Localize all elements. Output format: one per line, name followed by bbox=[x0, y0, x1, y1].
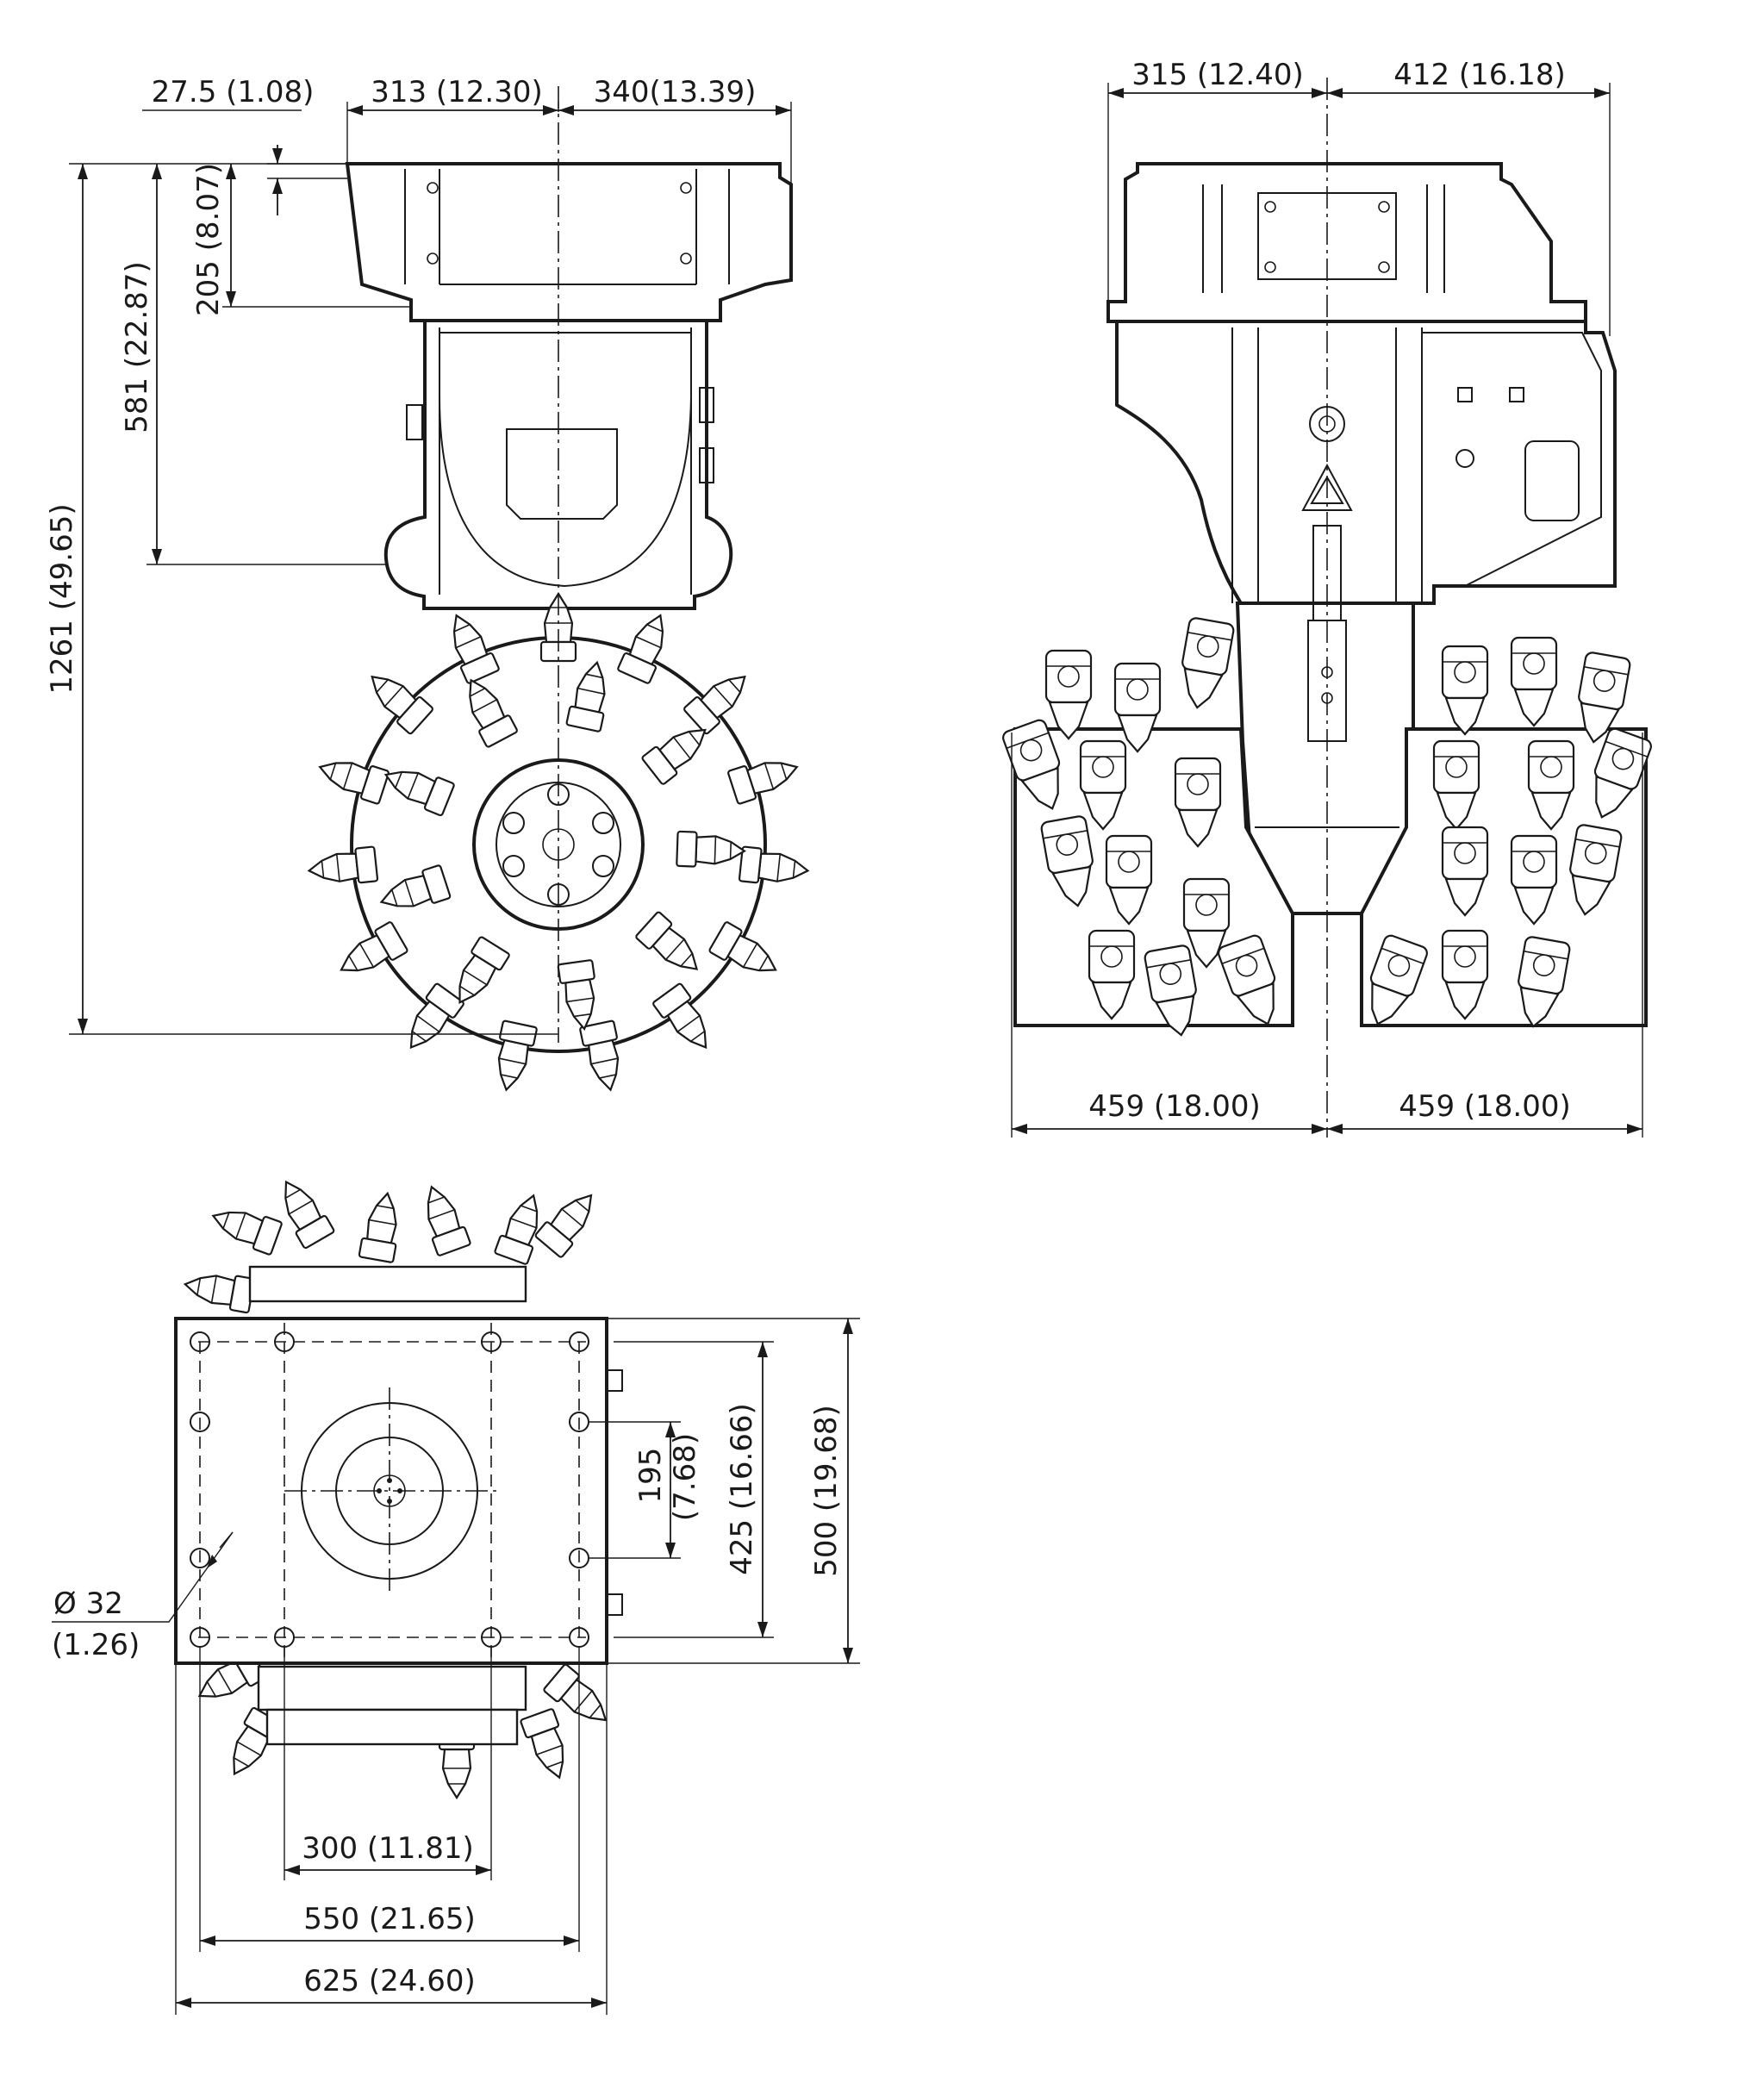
side-view: 27.5 (1.08) 313 (12.30) 340(13.39) 205 (… bbox=[45, 75, 811, 1094]
dim-front-right-drum: 459 (18.00) bbox=[1399, 1089, 1571, 1124]
dim-hole-diameter: Ø 32 bbox=[53, 1587, 123, 1621]
dim-side-housing-height: 581 (22.87) bbox=[120, 261, 154, 433]
dim-front-right-top: 412 (16.18) bbox=[1393, 58, 1566, 92]
dim-side-right-half: 340(13.39) bbox=[594, 75, 757, 109]
dim-plate-hole-spacing-h: 550 (21.65) bbox=[303, 1902, 476, 1936]
front-view: 315 (12.40) 412 (16.18) 459 (18.00) 459 … bbox=[1000, 58, 1655, 1138]
dim-plate-width: 625 (24.60) bbox=[303, 1964, 476, 1998]
dim-plate-hole-spacing-v: 425 (16.66) bbox=[725, 1403, 759, 1575]
dim-plate-inner-spacing: 300 (11.81) bbox=[302, 1831, 474, 1866]
dim-front-left-drum: 459 (18.00) bbox=[1088, 1089, 1261, 1124]
dim-plate-hole-spacing-small-in: (7.68) bbox=[668, 1433, 702, 1521]
dim-side-offset: 27.5 (1.08) bbox=[152, 75, 315, 109]
dim-side-total-height: 1261 (49.65) bbox=[45, 503, 79, 694]
plan-view: 500 (19.68) 425 (16.66) 195 (7.68) Ø 32 … bbox=[52, 1172, 860, 2015]
dim-front-left-top: 315 (12.40) bbox=[1131, 58, 1304, 92]
dim-side-flange-depth: 205 (8.07) bbox=[191, 163, 226, 316]
dim-side-left-half: 313 (12.30) bbox=[371, 75, 543, 109]
dim-plate-height: 500 (19.68) bbox=[809, 1405, 844, 1577]
dim-hole-diameter-in: (1.26) bbox=[52, 1628, 140, 1662]
dim-plate-hole-spacing-small: 195 bbox=[633, 1448, 668, 1504]
